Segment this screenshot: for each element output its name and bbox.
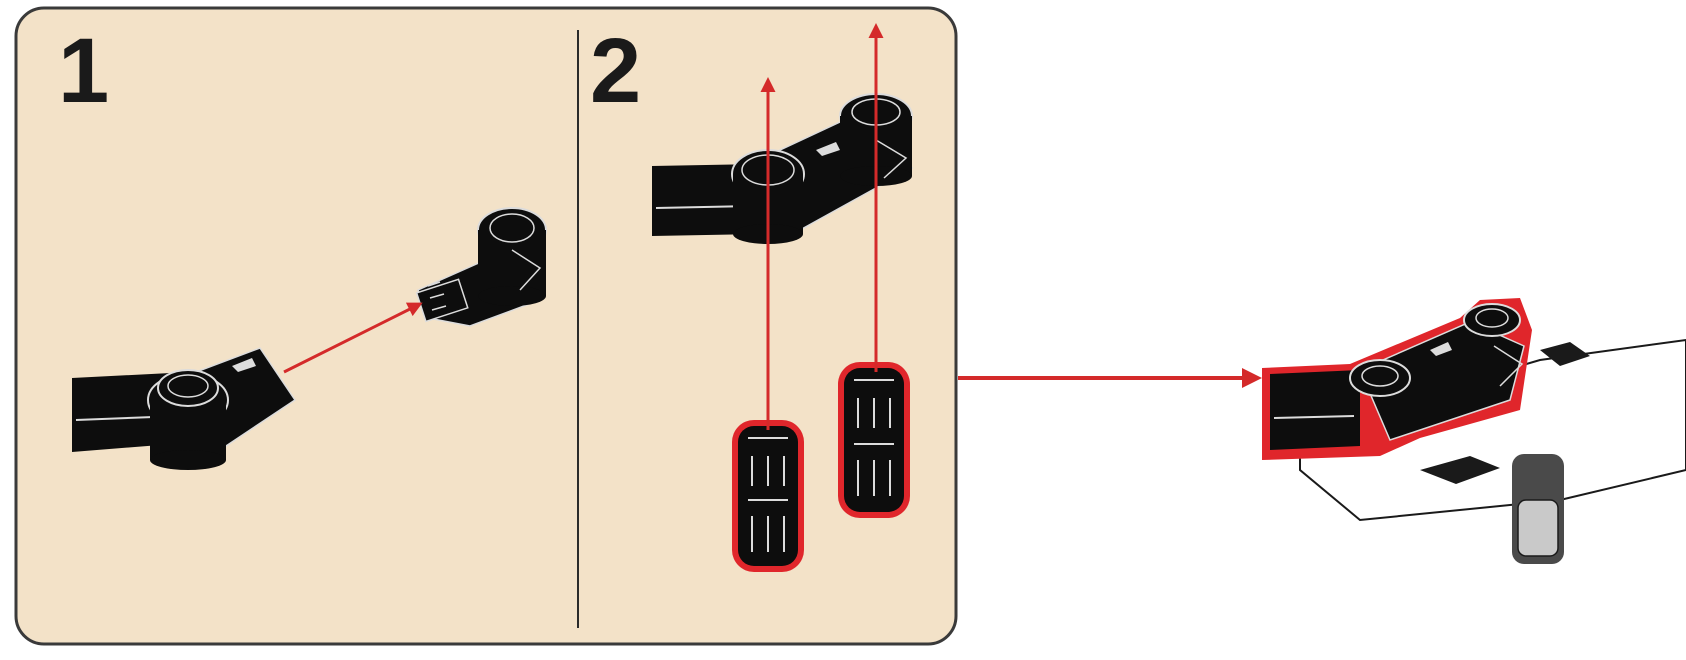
- step-2-pin-left: [732, 420, 804, 572]
- step-1-beam-part: [72, 347, 297, 470]
- step-1-number: 1: [58, 20, 109, 122]
- step-1-axle-connector-part: [415, 207, 547, 327]
- result-model: [1262, 298, 1686, 564]
- step-2-pin-right: [838, 362, 910, 518]
- step-2-number: 2: [590, 20, 641, 122]
- instruction-panel: [14, 6, 958, 646]
- arrow-right-icon: [283, 302, 423, 374]
